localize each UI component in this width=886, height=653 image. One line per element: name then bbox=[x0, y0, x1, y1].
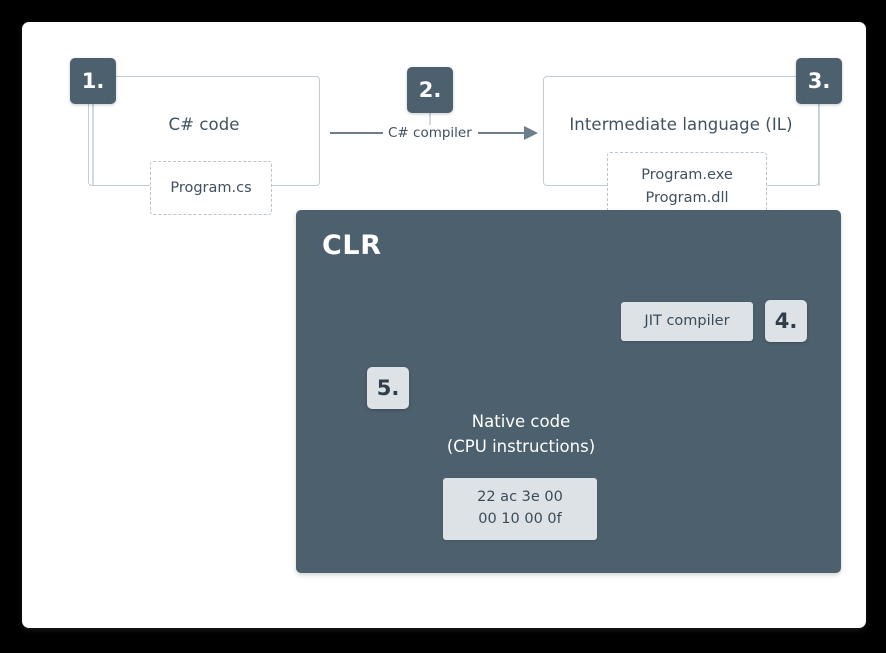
csharp-code-title: C# code bbox=[168, 115, 240, 134]
step-badge-4: 4. bbox=[765, 300, 807, 342]
intermediate-language-title: Intermediate language (IL) bbox=[569, 115, 793, 134]
hex-line2: 00 10 00 0f bbox=[478, 511, 562, 527]
step-badge-1: 1. bbox=[70, 58, 116, 104]
native-code-line1: Native code bbox=[471, 412, 571, 431]
jit-compiler-box: JIT compiler bbox=[621, 302, 753, 341]
step-badge-3: 3. bbox=[796, 58, 842, 104]
step-badge-3-label: 3. bbox=[807, 69, 831, 93]
step-badge-5-label: 5. bbox=[376, 376, 400, 400]
program-dll-label: Program.dll bbox=[645, 189, 729, 206]
hex-line1: 22 ac 3e 00 bbox=[477, 489, 563, 506]
native-code-hex-box: 22 ac 3e 00 00 10 00 0f bbox=[443, 478, 597, 540]
step-badge-2-label: 2. bbox=[418, 78, 442, 102]
csharp-compiler-edge-label: C# compiler bbox=[383, 125, 477, 141]
step-badge-1-label: 1. bbox=[81, 69, 105, 93]
step-badge-2: 2. bbox=[407, 67, 453, 113]
jit-compiler-label: JIT compiler bbox=[644, 312, 730, 329]
step-badge-4-label: 4. bbox=[774, 309, 798, 333]
native-code-line2: (CPU instructions) bbox=[446, 436, 596, 456]
step-badge-5: 5. bbox=[367, 367, 409, 409]
native-code-label-group: Native code (CPU instructions) bbox=[412, 410, 630, 460]
program-exe-label: Program.exe bbox=[641, 167, 733, 184]
program-cs-label: Program.cs bbox=[170, 179, 252, 196]
clr-label: CLR bbox=[322, 230, 382, 261]
program-cs-file-box: Program.cs bbox=[150, 161, 272, 215]
